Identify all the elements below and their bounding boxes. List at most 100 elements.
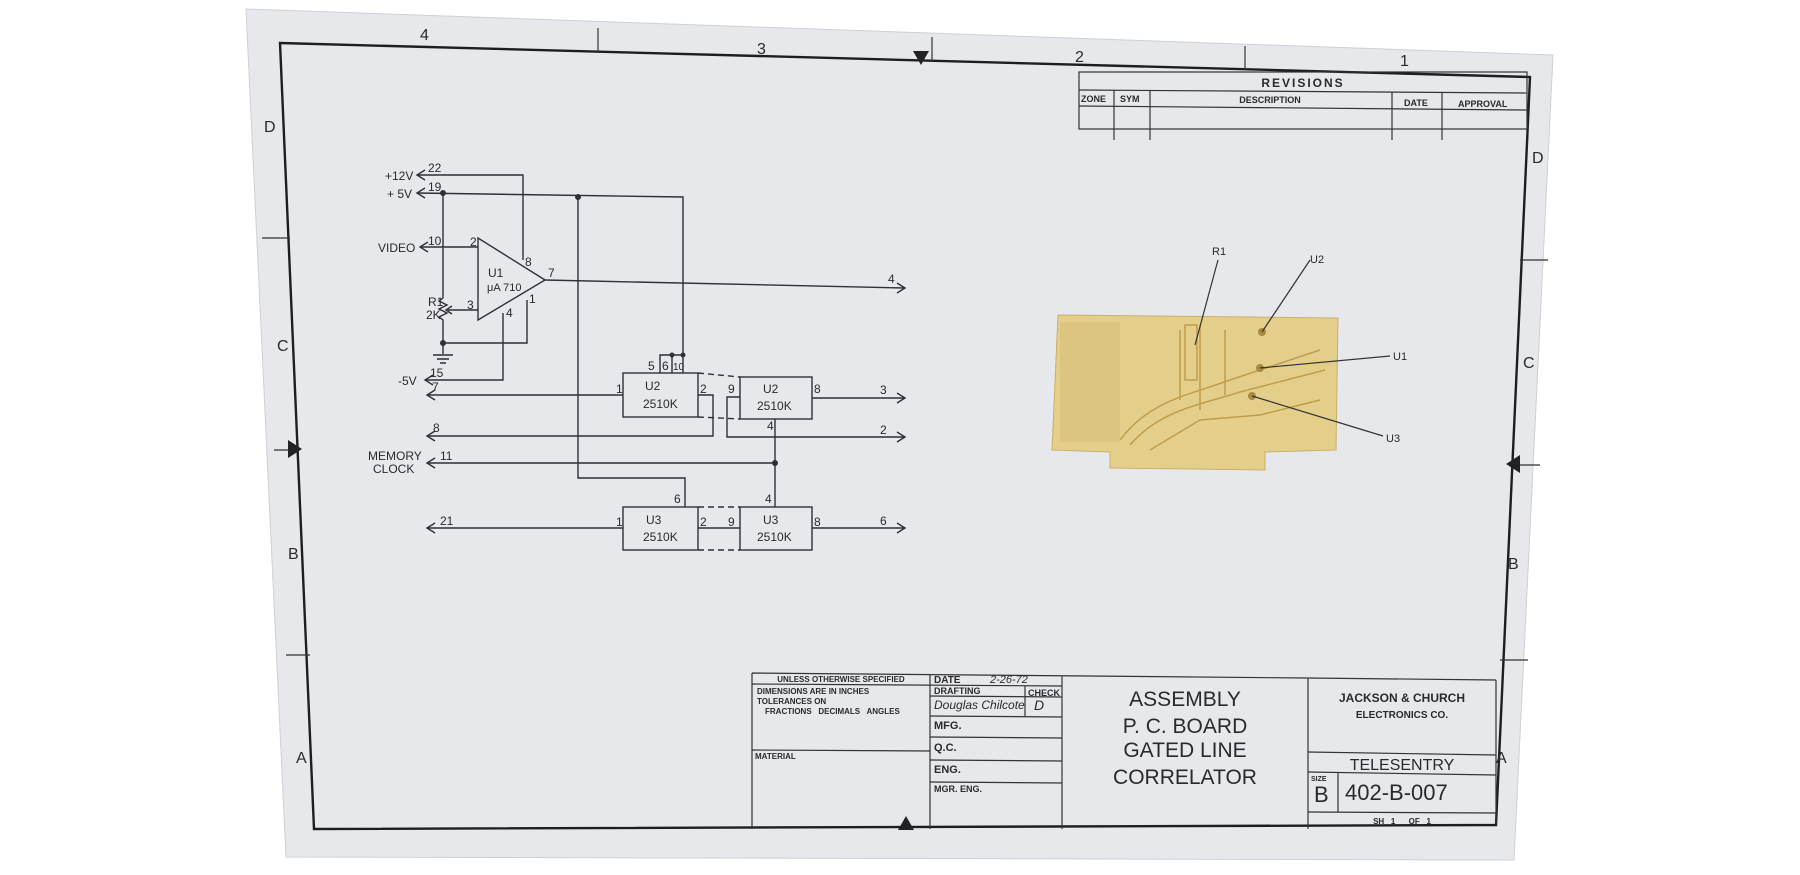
conn-pin-21: 21	[440, 514, 454, 528]
tb-drafting: DRAFTING	[934, 686, 981, 696]
label-minus5v: -5V	[398, 374, 417, 388]
rev-col-date: DATE	[1404, 98, 1428, 108]
tb-mgr-eng: MGR. ENG.	[934, 784, 982, 794]
pcb-label-r1: R1	[1212, 246, 1226, 258]
u3a-pin-1: 1	[616, 515, 623, 529]
tb-drafting-signature: Douglas Chilcote	[934, 698, 1025, 712]
zone-left-a: A	[296, 750, 307, 767]
u2b-pin-9: 9	[728, 382, 735, 396]
center-mark-right	[1506, 455, 1520, 473]
conn-pin-8: 8	[433, 421, 440, 435]
pcb-label-u3: U3	[1386, 433, 1400, 445]
tb-dimensions: DIMENSIONS ARE IN INCHES	[757, 687, 870, 696]
u1-pin-1: 1	[529, 292, 536, 306]
zone-right-d: D	[1532, 150, 1544, 167]
u3b-part: 2510K	[757, 530, 792, 544]
zone-left-d: D	[264, 119, 276, 136]
tb-mfg: MFG.	[934, 720, 962, 732]
tb-size-label: SIZE	[1311, 776, 1327, 783]
u3a-ref: U3	[646, 513, 662, 527]
u2b-pin-4: 4	[767, 419, 774, 433]
zone-left-c: C	[277, 338, 289, 355]
u3a-part: 2510K	[643, 530, 678, 544]
pin-22: 22	[428, 161, 442, 175]
u2a-ref: U2	[645, 379, 661, 393]
rev-col-zone: ZONE	[1081, 94, 1106, 104]
rev-col-description: DESCRIPTION	[1239, 95, 1301, 105]
tb-title-line-4: CORRELATOR	[1113, 766, 1257, 789]
pin-11: 11	[440, 449, 453, 463]
u2b-part: 2510K	[757, 399, 792, 413]
tb-tolerances: TOLERANCES ON	[757, 697, 826, 706]
u1-pin-3: 3	[467, 298, 474, 312]
conn-pin-3: 3	[880, 383, 887, 397]
pcb-label-u1: U1	[1393, 351, 1407, 363]
zone-top-2: 2	[1075, 49, 1084, 66]
center-mark-top	[913, 51, 929, 65]
pin-10: 10	[428, 234, 442, 248]
label-clock: CLOCK	[373, 462, 414, 476]
u1-pin-2: 2	[470, 235, 477, 249]
u2b-pin-8: 8	[814, 382, 821, 396]
u3b-pin-9: 9	[728, 515, 735, 529]
u1-pin-8: 8	[525, 255, 532, 269]
zone-ticks	[262, 28, 1548, 661]
tb-check: CHECK	[1028, 688, 1061, 698]
u1-pin-7: 7	[548, 266, 555, 280]
u2a-part: 2510K	[643, 397, 678, 411]
u2a-pin-10: 10	[673, 362, 685, 373]
label-video: VIDEO	[378, 241, 415, 255]
tb-sheet: SH 1 OF 1	[1373, 817, 1431, 826]
tb-date: 2-26-72	[989, 674, 1028, 686]
u2a-pin-1: 1	[616, 382, 623, 396]
center-mark-left	[288, 440, 302, 458]
tb-product: TELESENTRY	[1350, 757, 1455, 774]
zone-right-b: B	[1508, 556, 1519, 573]
revisions-title: REVISIONS	[1261, 76, 1344, 90]
u2b-ref: U2	[763, 382, 779, 396]
r1-ref: R1	[428, 295, 444, 309]
pcb-label-u2: U2	[1310, 254, 1324, 266]
u3b-pin-8: 8	[814, 515, 821, 529]
u1-pin-4: 4	[506, 306, 513, 320]
u2a-pin-6: 6	[662, 359, 669, 373]
r1-value: 2K	[426, 308, 441, 322]
conn-pin-7: 7	[432, 380, 439, 394]
pin-19: 19	[428, 180, 442, 194]
tb-date-label: DATE	[934, 675, 961, 686]
zone-top-4: 4	[420, 27, 429, 44]
u2a-pin-5: 5	[648, 359, 655, 373]
tb-title-line-3: GATED LINE	[1123, 739, 1246, 762]
rev-col-approval: APPROVAL	[1458, 99, 1508, 109]
u3b-ref: U3	[763, 513, 779, 527]
tb-check-signature: D	[1034, 697, 1044, 713]
rev-col-sym: SYM	[1120, 94, 1140, 104]
u1-ref: U1	[488, 266, 504, 280]
tb-tol-cols: FRACTIONS DECIMALS ANGLES	[765, 707, 900, 716]
paper	[245, 8, 1554, 861]
tb-title-line-1: ASSEMBLY	[1129, 688, 1241, 711]
u3a-pin-2: 2	[700, 515, 707, 529]
center-mark-bottom	[898, 816, 914, 830]
zone-left-b: B	[288, 546, 299, 563]
label-plus12v: +12V	[385, 169, 413, 183]
zone-labels: 4 3 2 1 D C B A D C B A	[264, 27, 1544, 767]
pin-15: 15	[430, 366, 444, 380]
label-plus5v: + 5V	[387, 187, 412, 201]
zone-right-a: A	[1496, 750, 1507, 767]
u2a-pin-2: 2	[700, 382, 707, 396]
conn-pin-4: 4	[888, 272, 895, 286]
schematic: +12V 22 + 5V 19 VIDEO 10 -5V 15 R1 2K U1…	[368, 161, 907, 551]
pcb-photo: R1 U2 U1 U3	[1051, 246, 1407, 471]
zone-top-1: 1	[1400, 53, 1409, 70]
tb-qc: Q.C.	[934, 742, 957, 754]
tb-eng: ENG.	[934, 764, 961, 776]
u1-part: μA 710	[487, 282, 521, 294]
tb-company-1: JACKSON & CHURCH	[1339, 691, 1465, 705]
conn-pin-6: 6	[880, 514, 887, 528]
u3a-pin-6: 6	[674, 492, 681, 506]
tb-company-2: ELECTRONICS CO.	[1356, 710, 1448, 721]
label-memory: MEMORY	[368, 449, 422, 463]
zone-right-c: C	[1523, 355, 1535, 372]
